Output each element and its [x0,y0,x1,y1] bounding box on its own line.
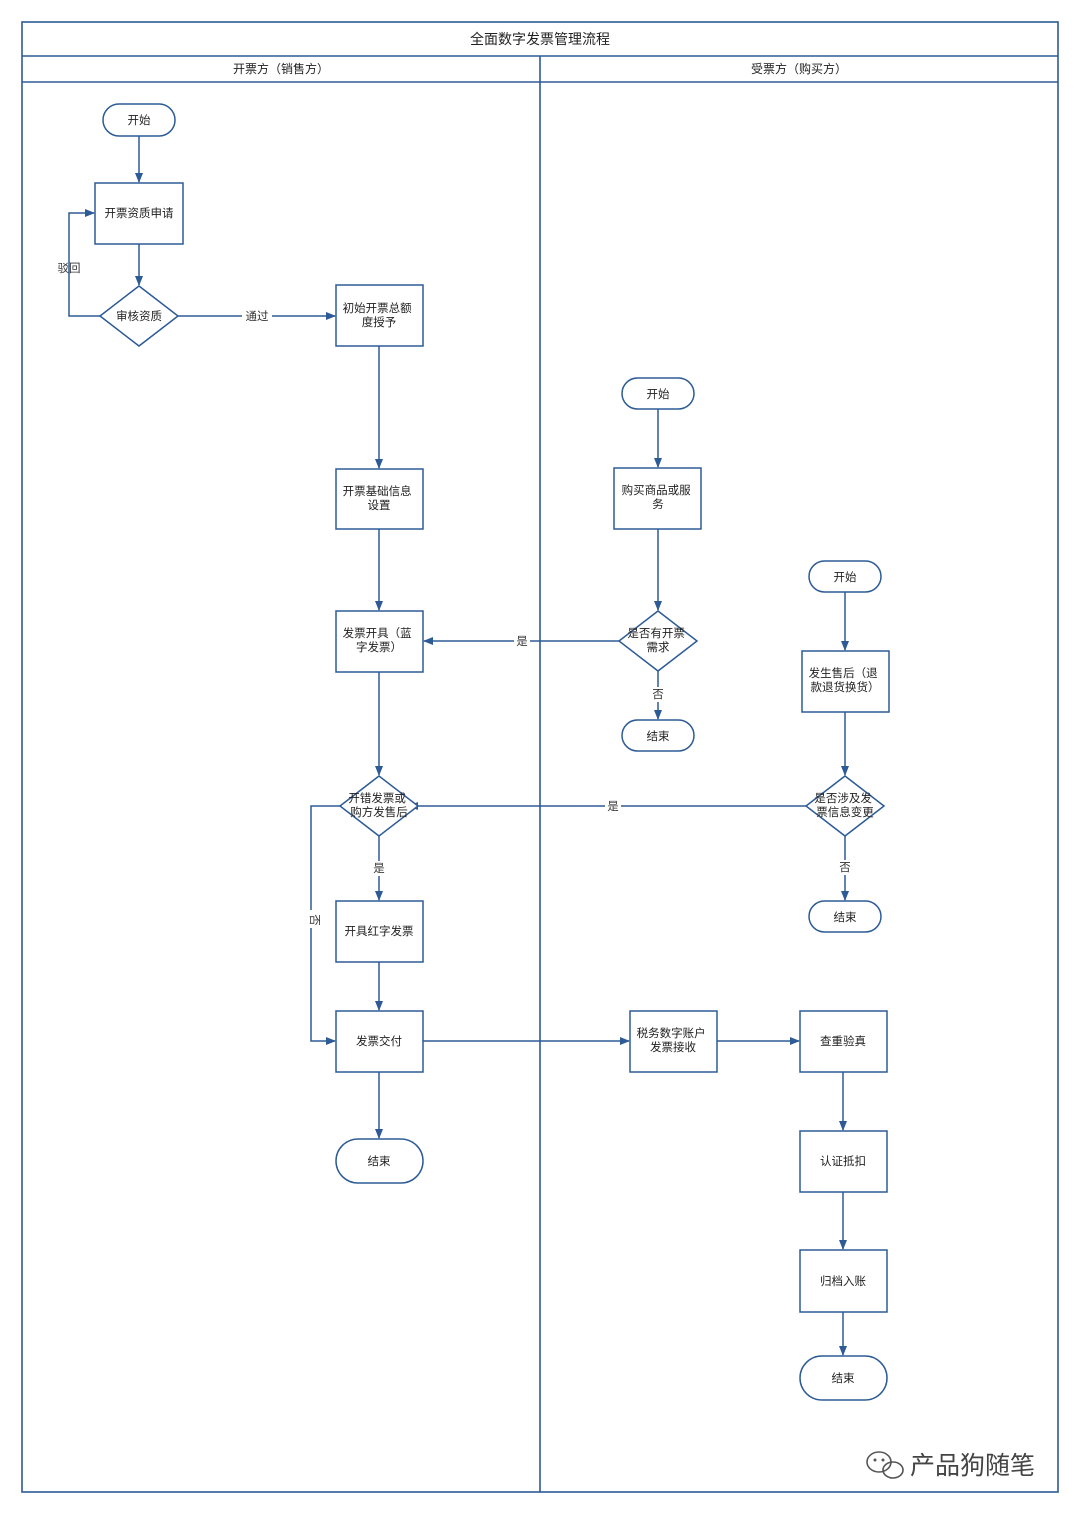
node-label: 开票基础信息 设置 [343,484,416,512]
edge-label-no-change: 否 [839,860,851,874]
node-label: 开始 [128,113,151,127]
node-label: 发生售后（退 款退货换货） [809,666,882,694]
node-apply-qualification: 开票资质申请 [94,182,184,245]
edge-review-reject-loop [68,209,100,317]
node-label: 开具红字发票 [345,924,414,938]
diagram-title: 全面数字发票管理流程 [470,31,610,48]
wechat-icon [866,1451,904,1479]
node-info-change: 是否涉及发 票信息变更 [804,775,886,837]
node-label: 查重验真 [820,1034,866,1048]
node-label: 开错发票或 购方发售后 [348,791,409,819]
node-after-sale: 发生售后（退 款退货换货） [801,650,890,713]
node-end-buyer-no-need: 结束 [621,719,695,752]
node-label: 发票开具（蓝 字发票） [343,626,416,654]
edge-label-reject: 驳回 [58,261,81,275]
node-label: 发票交付 [356,1034,402,1048]
node-buy-goods: 购买商品或服 务 [613,467,702,530]
node-label: 审核资质 [116,309,162,323]
watermark-text: 产品狗随笔 [910,1451,1035,1480]
node-label: 初始开票总额 度授予 [343,301,416,329]
node-need-invoice: 是否有开票 需求 [617,610,699,672]
edge-label-yes-red: 是 [373,861,385,875]
node-label: 认证抵扣 [820,1154,866,1168]
node-label: 税务数字账户 发票接收 [637,1026,710,1054]
node-label: 结束 [832,1371,855,1385]
node-label: 购买商品或服 务 [622,483,695,511]
node-start-buyer-after-sale: 开始 [808,560,882,593]
node-start-buyer-purchase: 开始 [621,377,695,410]
node-label: 结束 [368,1154,391,1168]
node-end-buyer-no-change: 结束 [808,900,882,933]
node-error-or-after-sale: 开错发票或 购方发售后 [338,775,420,837]
node-archive: 归档入账 [799,1249,888,1313]
node-end-buyer-final: 结束 [799,1355,888,1401]
node-label: 归档入账 [820,1274,866,1288]
node-end-seller: 结束 [335,1138,424,1184]
node-issue-red-invoice: 开具红字发票 [335,900,424,963]
node-review-qualification: 审核资质 [98,285,180,347]
edge-label-pass: 通过 [246,309,269,323]
node-receive-invoice: 税务数字账户 发票接收 [629,1010,718,1073]
lane-header-buyer: 受票方（购买方） [751,61,847,76]
edge-labels: 驳回 通过 是 否 是 否 是 否 [58,261,853,928]
node-label: 是否涉及发 票信息变更 [814,791,875,819]
lane-header-seller: 开票方（销售方） [233,61,329,76]
node-init-quota: 初始开票总额 度授予 [335,284,424,347]
watermark: 产品狗随笔 [866,1451,1035,1480]
edges [68,136,849,1356]
node-issue-blue-invoice: 发票开具（蓝 字发票） [335,610,424,673]
node-label: 是否有开票 需求 [627,626,688,654]
node-label: 开始 [647,387,670,401]
node-label: 开票资质申请 [105,206,174,220]
edge-label-yes-need: 是 [516,634,528,648]
node-start-seller: 开始 [102,103,176,137]
node-certify-deduct: 认证抵扣 [799,1130,888,1193]
node-label: 结束 [647,729,670,743]
edge-label-no-red: 否 [308,914,322,926]
node-deliver-invoice: 发票交付 [335,1010,424,1073]
edge-label-yes-change: 是 [607,799,619,813]
node-verify: 查重验真 [799,1010,888,1073]
node-basic-info: 开票基础信息 设置 [335,468,424,530]
node-label: 开始 [834,570,857,584]
edge-label-no-need: 否 [652,687,664,701]
node-label: 结束 [834,910,857,924]
